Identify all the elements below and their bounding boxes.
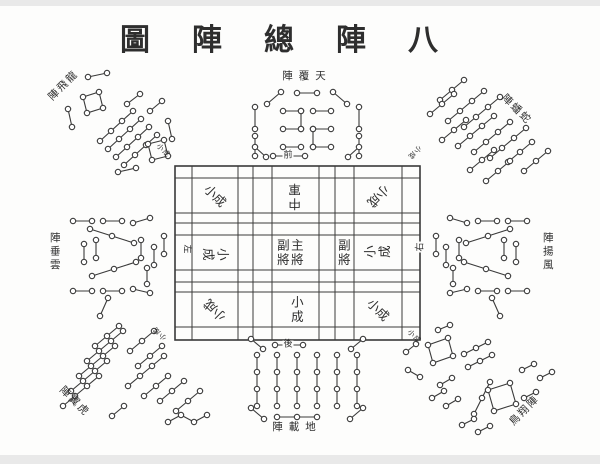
edge-marker-right: 右 [415, 241, 426, 253]
tianfu-formation-label: 陣覆天 [282, 70, 332, 83]
cell-zhujiang-center: 主將 [288, 238, 304, 268]
diagram-title: 圖陣總陣八 [120, 23, 480, 58]
cell-xiaocheng-bottom-center: 小成 [288, 295, 304, 325]
edge-marker-left: 左 [181, 243, 192, 255]
cell-xiaocheng-mid-left: 小成 [200, 245, 230, 261]
edge-marker-front: 前 [282, 150, 294, 161]
bottom-margin-strip [0, 455, 600, 464]
fengyang-formation-label: 陣揚風 [541, 231, 554, 273]
cell-fujiang-right: 副將 [335, 238, 351, 268]
cell-fujiang-left: 副將 [274, 238, 290, 268]
cell-zhongjun-top-center: 中軍 [288, 181, 304, 211]
top-margin-strip [0, 0, 600, 6]
cell-xiaocheng-mid-right: 小成 [363, 245, 393, 261]
edge-marker-rear: 後 [282, 339, 294, 350]
dizai-formation-label: 陣載地 [272, 421, 322, 434]
yunchui-formation-label: 陣垂雲 [48, 231, 61, 273]
